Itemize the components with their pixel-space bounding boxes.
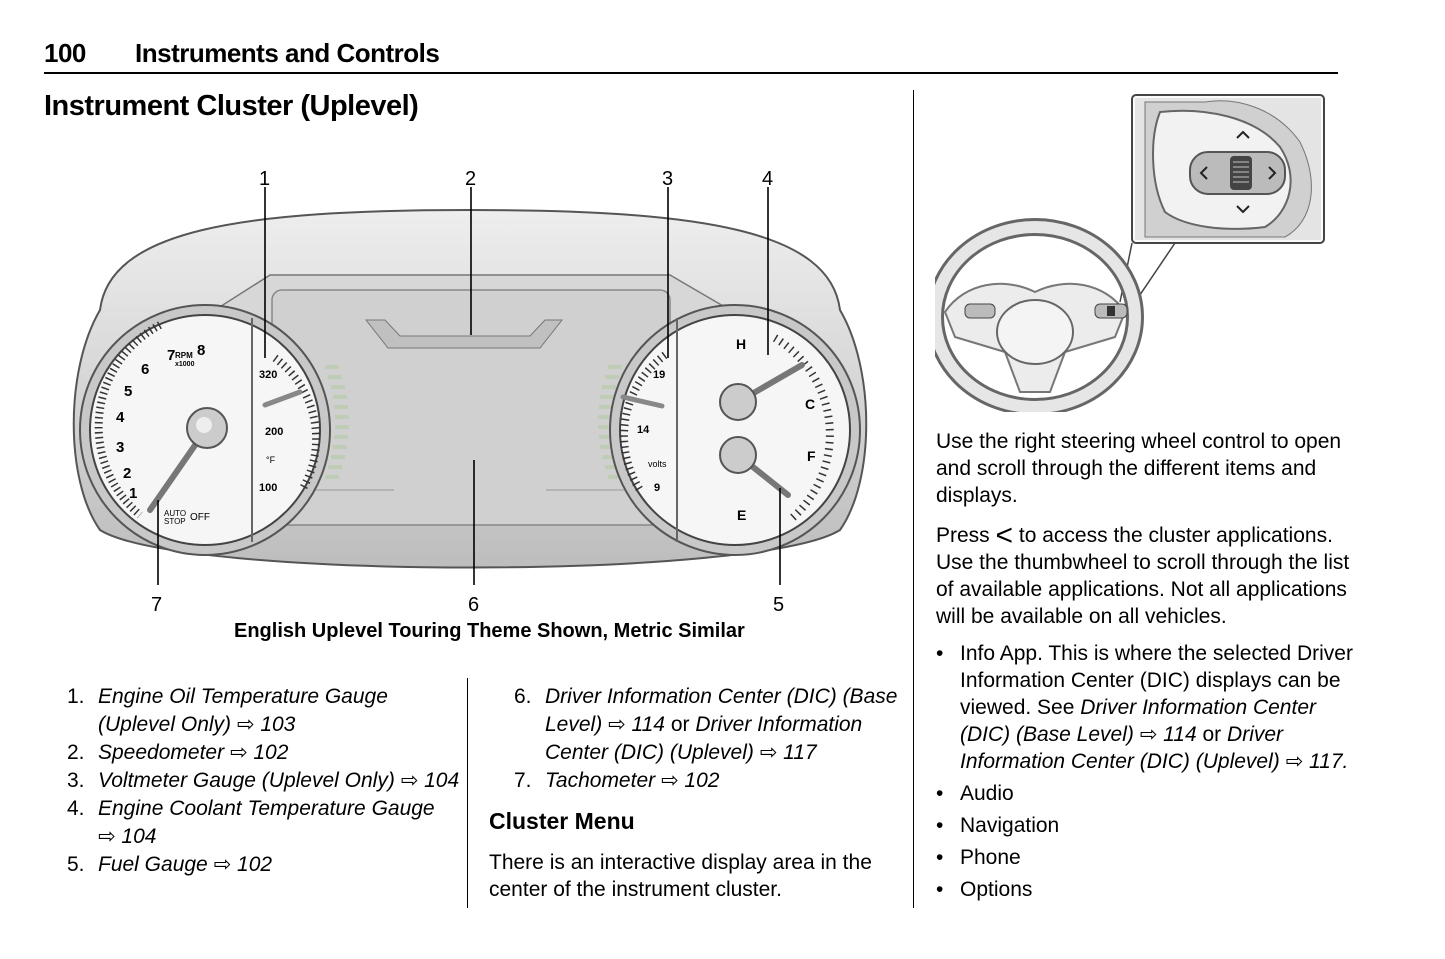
bullet-icon: • xyxy=(936,846,944,869)
tach-number: 1 xyxy=(129,485,137,502)
callout-label: 1 xyxy=(259,168,270,190)
tach-number: 3 xyxy=(116,439,124,456)
steering-wheel-illustration xyxy=(935,94,1325,412)
list-item: •Phone xyxy=(936,846,1021,869)
chapter-title: Instruments and Controls xyxy=(135,38,440,68)
tach-number: 4 xyxy=(116,409,125,426)
callout-label: 2 xyxy=(465,168,476,190)
list-item: •Options xyxy=(936,878,1033,901)
oil-temp-unit: °F xyxy=(266,455,276,465)
fuel-full-label: F xyxy=(807,448,816,464)
page-ref-link[interactable]: ⇨ 104 xyxy=(98,825,157,848)
list-item: •Audio xyxy=(936,782,1014,805)
bullet-list: •Info App. This is where the selected Dr… xyxy=(936,640,1356,908)
tach-unit-label: x1000 xyxy=(175,361,195,368)
tach-number: 6 xyxy=(141,361,149,378)
page-ref-link[interactable]: ⇨ 102 xyxy=(213,853,273,876)
oil-temp-number: 320 xyxy=(259,369,277,381)
list-item: 3.Voltmeter Gauge (Uplevel Only) ⇨ 104 xyxy=(67,769,460,792)
tach-off-label: OFF xyxy=(190,512,210,523)
list-item: 7.Tachometer ⇨ 102 xyxy=(514,769,720,792)
cluster-menu-heading: Cluster Menu xyxy=(489,808,635,834)
callout-label: 5 xyxy=(773,594,784,616)
oil-temp-number: 100 xyxy=(259,482,277,494)
tach-number: 2 xyxy=(123,465,131,482)
page-ref-link[interactable]: ⇨ 102 xyxy=(660,769,720,792)
list-item: 1.Engine Oil Temperature Gauge (Uplevel … xyxy=(67,685,388,736)
volt-number: 19 xyxy=(653,369,665,381)
bullet-icon: • xyxy=(936,642,944,665)
section-title: Instrument Cluster (Uplevel) xyxy=(44,90,419,122)
page-ref-link[interactable]: ⇨ 114 xyxy=(1139,723,1197,746)
less-than-icon: < xyxy=(995,519,1014,552)
page-ref-link[interactable]: ⇨ 117 xyxy=(759,741,817,764)
page-ref-link[interactable]: ⇨ 104 xyxy=(400,769,460,792)
callout-label: 6 xyxy=(468,594,479,616)
callout-label: 3 xyxy=(662,168,673,190)
callout-label: 4 xyxy=(762,168,773,190)
figure-caption: English Uplevel Touring Theme Shown, Met… xyxy=(234,620,745,642)
numbered-list-left: 1.Engine Oil Temperature Gauge (Uplevel … xyxy=(67,683,462,879)
volt-number: 9 xyxy=(654,482,660,494)
fuel-empty-label: E xyxy=(737,507,746,523)
tach-rpm-label: RPM xyxy=(175,351,193,360)
list-item: •Navigation xyxy=(936,814,1060,837)
page-number: 100 xyxy=(44,38,86,68)
tach-number: 5 xyxy=(124,383,132,400)
list-item: 2.Speedometer ⇨ 102 xyxy=(67,741,289,764)
bullet-icon: • xyxy=(936,782,944,805)
header-rule xyxy=(44,72,1338,74)
temp-cold-label: C xyxy=(805,396,815,412)
column-divider-lower xyxy=(467,678,468,908)
list-item: 4.Engine Coolant Temperature Gauge⇨ 104 xyxy=(67,797,435,848)
volt-unit: volts xyxy=(648,459,667,469)
paragraph: Press < to access the cluster applicatio… xyxy=(936,519,1350,629)
instrument-cluster-illustration: 1 2 3 4 5 6 7 8 RPM x1000 AUTO STOP OFF … xyxy=(72,168,868,616)
page-ref-link[interactable]: ⇨ 117. xyxy=(1285,750,1349,773)
temp-hot-label: H xyxy=(736,336,746,352)
list-item: •Info App. This is where the selected Dr… xyxy=(936,642,1353,773)
auto-stop-label: AUTO xyxy=(164,509,186,518)
bullet-icon: • xyxy=(936,814,944,837)
oil-temp-number: 200 xyxy=(265,426,283,438)
cluster-menu-body: There is an interactive display area in … xyxy=(489,851,872,901)
list-item: 6.Driver Information Center (DIC) (Base … xyxy=(514,685,898,764)
column-divider xyxy=(913,90,914,908)
page-ref-link[interactable]: ⇨ 102 xyxy=(229,741,289,764)
paragraph: Use the right steering wheel control to … xyxy=(936,430,1342,507)
tach-number: 7 xyxy=(167,347,175,364)
page-ref-link[interactable]: ⇨ 103 xyxy=(236,713,296,736)
auto-stop-label: STOP xyxy=(164,517,186,526)
page-ref-link[interactable]: ⇨ 114 xyxy=(608,713,665,736)
tach-number: 8 xyxy=(197,342,205,359)
list-item: 5.Fuel Gauge ⇨ 102 xyxy=(67,853,273,876)
bullet-icon: • xyxy=(936,878,944,901)
callout-label: 7 xyxy=(151,594,162,616)
numbered-list-right: 6.Driver Information Center (DIC) (Base … xyxy=(514,683,909,795)
volt-number: 14 xyxy=(637,424,650,436)
